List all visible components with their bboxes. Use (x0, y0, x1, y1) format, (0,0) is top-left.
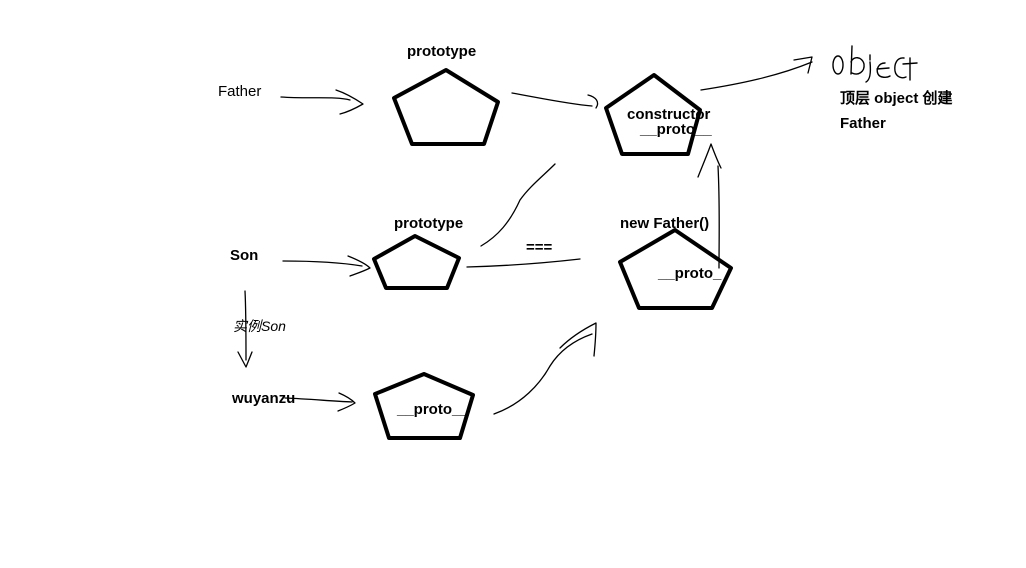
arrowhead-newfather-to-constructor (697, 143, 722, 178)
label-top-object-line1: 顶层 object 创建 (840, 90, 953, 107)
label-constructor: constructor (627, 106, 711, 123)
arrowhead-son-to-prototype (347, 255, 371, 277)
label-wuyanzu: wuyanzu (232, 390, 296, 407)
object-handwriting (832, 45, 918, 83)
label-proto-bottom: __proto__ (397, 401, 469, 418)
arrowhead-father-to-prototype (335, 89, 364, 115)
pentagon-wuyanzu-proto (373, 372, 475, 440)
label-father: Father (218, 83, 262, 100)
arrow-son-to-wuyanzu (244, 290, 247, 361)
label-proto-top: __proto__ (640, 121, 712, 138)
label-instance-son: 实例Son (233, 318, 286, 334)
arrow-wuyanzu-to-proto (284, 397, 353, 403)
label-prototype-mid: prototype (394, 215, 464, 232)
label-prototype-top: prototype (407, 43, 477, 60)
arrow-father-to-prototype (280, 96, 351, 101)
label-new-father: new Father() (620, 215, 710, 232)
label-triple-equal: === (526, 239, 553, 256)
pentagon-father-constructor (604, 73, 702, 156)
link-prototype-diagonal (480, 163, 556, 247)
arrow-prototype-to-constructor (511, 92, 593, 107)
arrow-proto-to-newfather (493, 333, 593, 415)
pentagon-son-prototype (372, 234, 461, 290)
label-top-object-line2: Father (840, 115, 886, 132)
arrow-son-to-prototype (282, 260, 363, 267)
equal-line (466, 258, 581, 268)
pentagon-father-prototype (392, 68, 500, 146)
pentagon-new-father (618, 228, 733, 310)
arrow-constructor-to-object (700, 61, 813, 91)
arrowhead-proto-to-newfather (559, 322, 597, 357)
label-proto-mid: __proto_ (658, 265, 722, 282)
label-son: Son (230, 247, 259, 264)
arrowhead-son-to-wuyanzu (237, 351, 253, 368)
arrow-newfather-to-constructor (717, 165, 720, 269)
arrowhead-constructor-to-object (793, 56, 813, 74)
arrowhead-wuyanzu-to-proto (337, 392, 356, 412)
arrowhead-prototype-to-constructor (587, 94, 599, 109)
